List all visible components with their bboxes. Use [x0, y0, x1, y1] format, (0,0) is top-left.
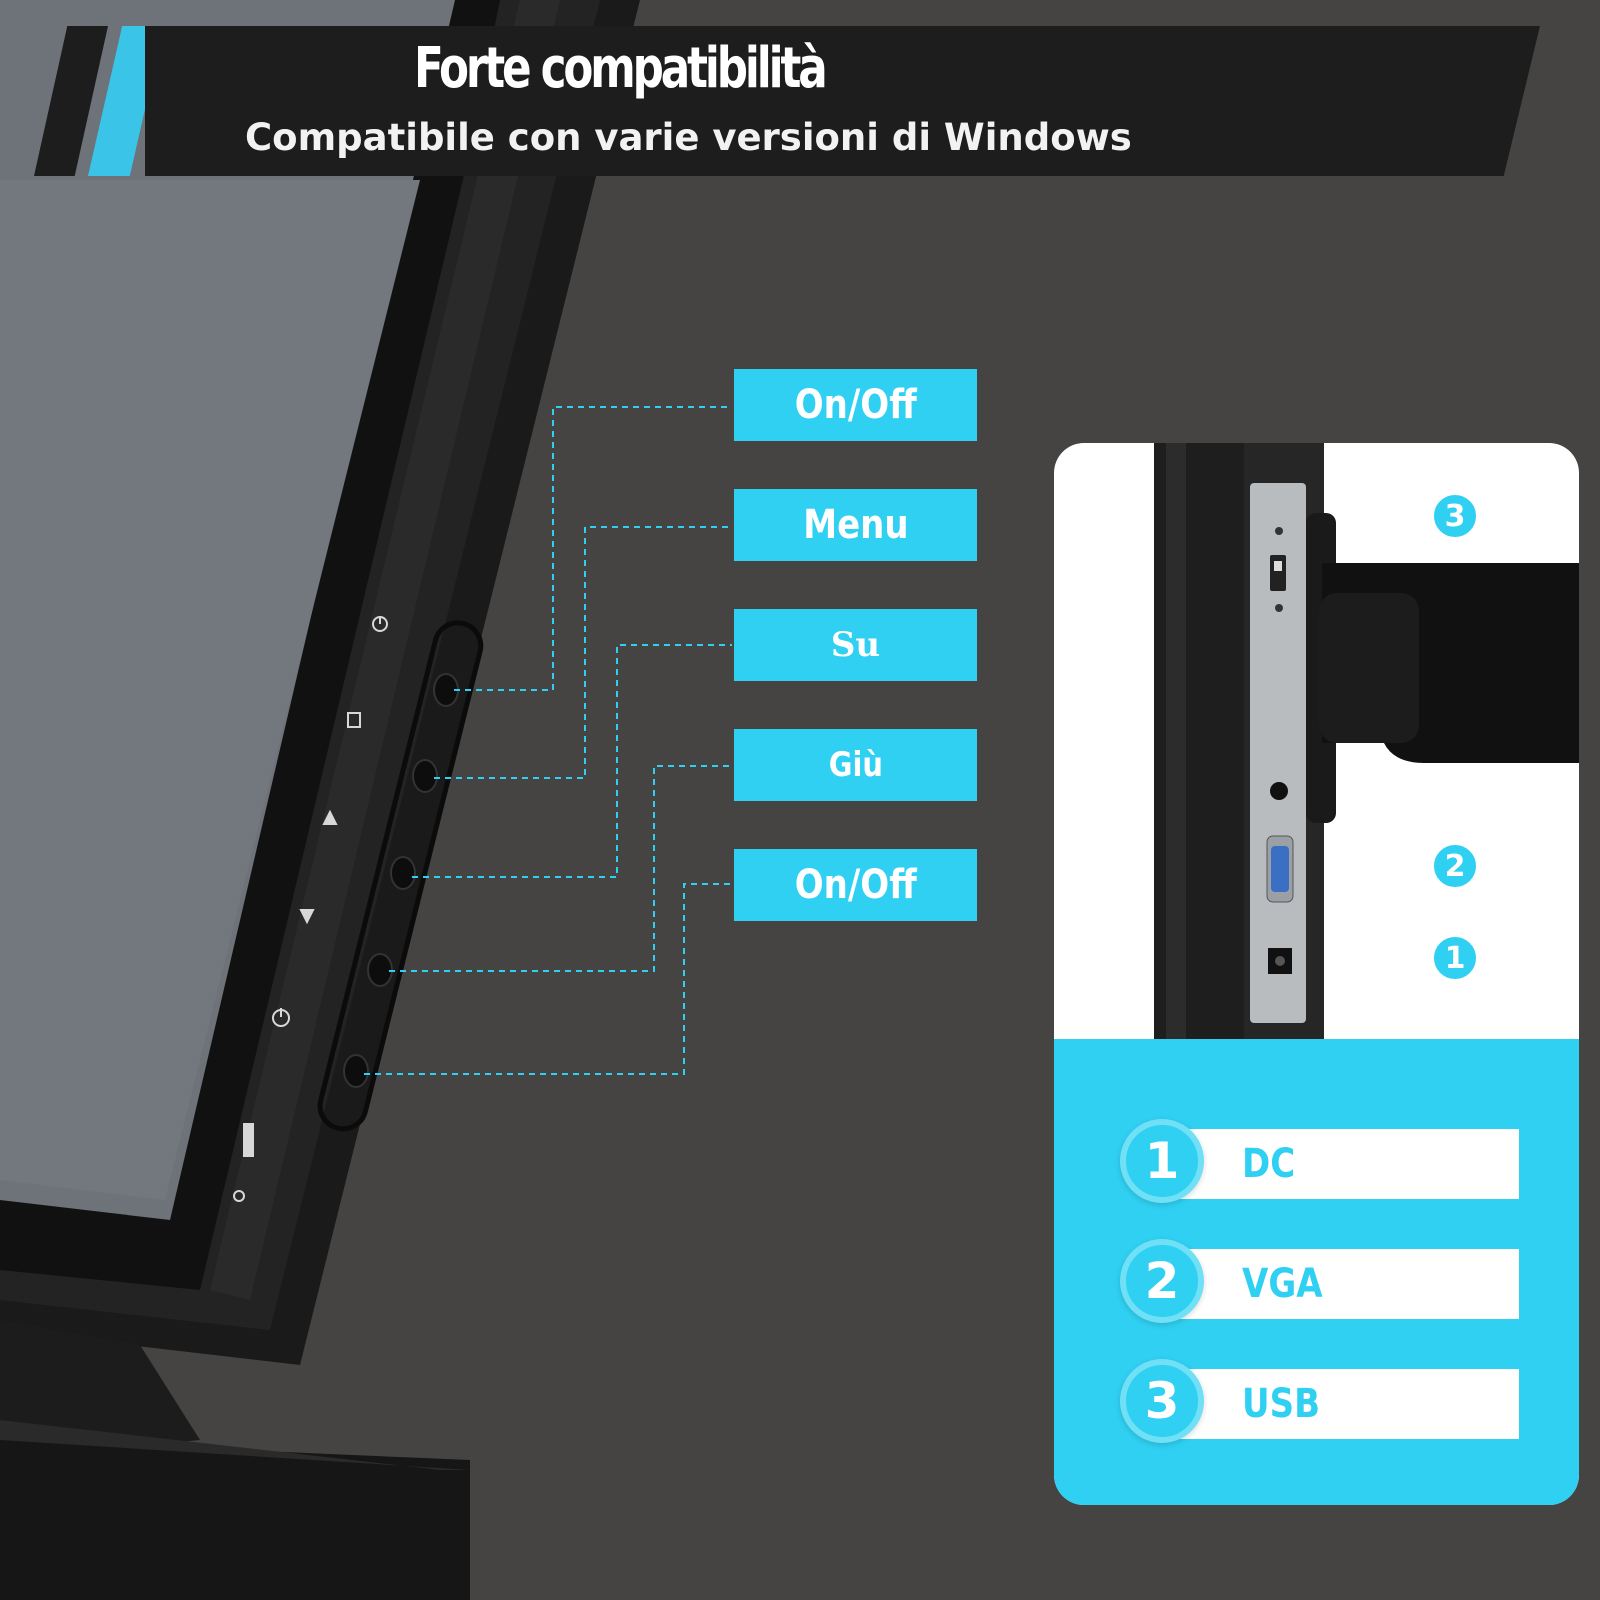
button-bar [317, 620, 484, 1132]
audio-jack-icon [233, 1190, 245, 1202]
page-title: Forte compatibilità [414, 36, 828, 101]
line-on-off-bottom [364, 883, 732, 1075]
ports-panel: 3 2 1 1 DC 2 VGA 3 USB [1054, 443, 1579, 1505]
port-badge-2: 2 [1430, 841, 1480, 891]
legend-row-vga: 2 VGA [1120, 1239, 1520, 1329]
usb-port-icon [1270, 555, 1286, 591]
label-su: Su [734, 609, 977, 681]
legend-bar [1160, 1129, 1519, 1199]
legend-bar [1160, 1369, 1519, 1439]
legend-name: USB [1242, 1381, 1321, 1427]
down-arrow-icon [299, 909, 315, 925]
line-on-off-top [454, 406, 732, 691]
legend-number: 1 [1120, 1119, 1204, 1203]
legend-bar [1160, 1249, 1519, 1319]
legend-number: 2 [1120, 1239, 1204, 1323]
up-arrow-icon [322, 809, 338, 825]
button-menu [412, 759, 438, 793]
usb-port-icon [243, 1123, 254, 1157]
line-su [412, 644, 732, 878]
label-giu: Giù [734, 729, 977, 801]
port-badge-1: 1 [1430, 933, 1480, 983]
button-up [390, 856, 416, 890]
legend-name: DC [1242, 1141, 1296, 1187]
ports-photo [1154, 443, 1579, 1039]
line-giu [389, 765, 732, 972]
bezel-icons [233, 616, 388, 1202]
legend-row-usb: 3 USB [1120, 1359, 1520, 1449]
port-badge-3: 3 [1430, 491, 1480, 541]
header-banner [145, 26, 1540, 176]
menu-icon [347, 712, 361, 728]
label-on-off-bottom: On/Off [734, 849, 977, 921]
legend-number: 3 [1120, 1359, 1204, 1443]
line-menu [434, 526, 732, 779]
ports-legend: 1 DC 2 VGA 3 USB [1054, 1039, 1579, 1505]
page-subtitle: Compatibile con varie versioni di Window… [245, 116, 1132, 159]
label-on-off-top: On/Off [734, 369, 977, 441]
label-menu: Menu [734, 489, 977, 561]
legend-row-dc: 1 DC [1120, 1119, 1520, 1209]
legend-name: VGA [1242, 1261, 1323, 1307]
button-power-bottom [343, 1054, 369, 1088]
